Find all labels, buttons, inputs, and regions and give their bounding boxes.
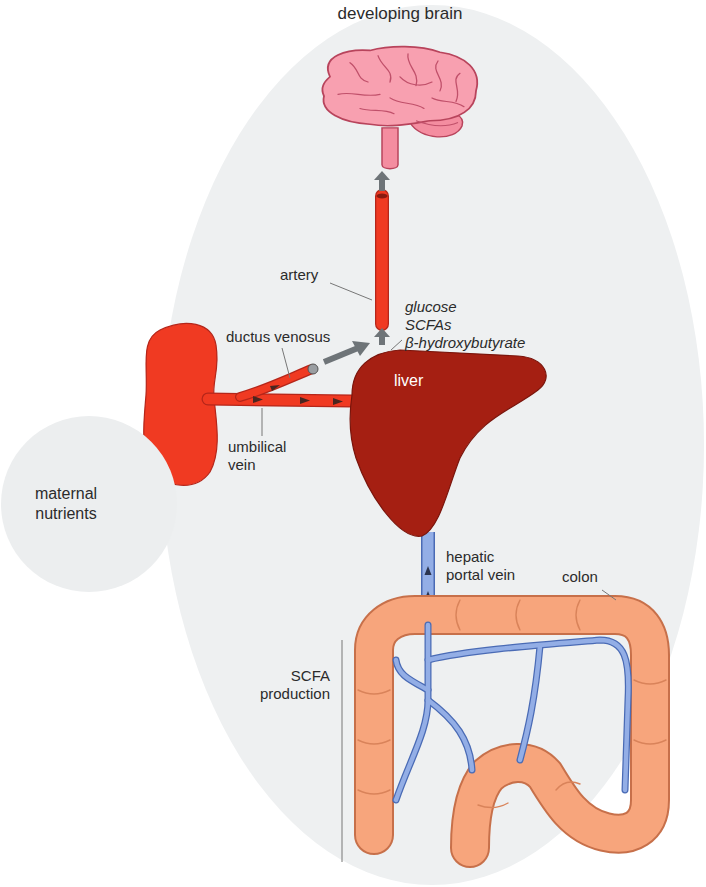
nutrient-label: glucose [405, 298, 457, 316]
drawing-part [358, 690, 390, 694]
gyrus-line [432, 98, 464, 107]
brain-node: developing brain [290, 6, 510, 172]
flow-arrow [379, 336, 385, 345]
gyri [338, 54, 464, 114]
portal-flow-arrows [425, 566, 432, 600]
drawing-part [456, 600, 460, 630]
arrowhead [374, 171, 390, 180]
drawing-part [374, 615, 650, 848]
drawing-part [270, 385, 280, 391]
drawing-part [300, 397, 310, 404]
artery-outline [375, 196, 389, 324]
organ-label: liver [394, 372, 423, 390]
leader-lines [262, 283, 616, 862]
flow-arrows [253, 385, 343, 405]
drawing-part [556, 782, 580, 790]
drawing-part [374, 615, 650, 848]
organ-label: colon [562, 568, 598, 586]
drawing-part [253, 396, 263, 403]
drawing-part [602, 590, 616, 600]
drawing-part [425, 566, 432, 575]
maternal-circle: maternal nutrients [0, 415, 178, 593]
ductus-end [308, 364, 318, 374]
drawing-part [428, 700, 472, 770]
drawing-part [396, 625, 628, 800]
nutrient-label: SCFAs [405, 316, 451, 334]
process-label: SCFA production [250, 667, 330, 703]
drawing-part [428, 700, 472, 770]
vessel-label: umbilical vein [228, 438, 308, 474]
flow-arrow [324, 348, 358, 362]
drawing-part [428, 640, 628, 790]
flow-arrowhead [352, 341, 370, 356]
gyrus-line [436, 61, 442, 91]
cerebellum-fold [416, 121, 458, 126]
drawing-part [478, 803, 508, 808]
brain-illustration [322, 47, 477, 169]
cerebrum [322, 47, 477, 126]
drawing-part [330, 283, 372, 300]
vessel-label: artery [280, 266, 318, 284]
drawing-part [396, 625, 628, 800]
region-label: maternal nutrients [26, 484, 106, 524]
drawing-part [520, 646, 540, 760]
drawing-part [333, 398, 343, 405]
drawing-part [396, 625, 428, 800]
gyrus-line [390, 98, 424, 109]
ductus-venosus-outline [240, 369, 312, 397]
drawing-part [634, 680, 666, 684]
gyrus-line [400, 77, 432, 85]
artery-connector [374, 171, 390, 345]
liver-shape [350, 350, 546, 536]
maternal-region [1, 416, 177, 592]
vessel-label: hepatic portal vein [446, 548, 526, 584]
drawing-part [342, 640, 343, 862]
node-shape [290, 6, 510, 172]
drawing-part [396, 660, 428, 690]
drawing-part [262, 408, 263, 436]
gyrus-line [360, 108, 394, 113]
brain-stem [382, 128, 398, 169]
colon [358, 600, 666, 848]
drawing-part [520, 646, 540, 760]
drawing-part [282, 348, 290, 378]
drawing-part [396, 660, 428, 690]
flow-arrow [379, 179, 385, 191]
umbilical-vein-outline [208, 399, 352, 401]
gyrus-line [350, 63, 368, 82]
liver-node: liver [340, 348, 552, 544]
drawing-part [391, 340, 402, 350]
drawing-part [428, 640, 628, 790]
drawing-part [358, 790, 390, 794]
drawing-part [516, 600, 520, 630]
gyrus-line [408, 54, 417, 86]
drawing-part [358, 600, 666, 808]
node-shape [0, 415, 178, 593]
umbilical-vein [208, 399, 352, 401]
vessel-label: ductus venosus [226, 328, 330, 346]
arrowhead [374, 328, 390, 337]
gyrus-line [378, 56, 391, 82]
drawing-part [634, 740, 666, 744]
gyrus-line [456, 73, 460, 101]
drawing-part [576, 600, 580, 630]
node-shape [340, 348, 552, 544]
artery [376, 196, 388, 324]
artery-opening [377, 194, 388, 199]
drawing-part [358, 740, 390, 744]
drawing-part [396, 625, 428, 800]
body-region [160, 5, 704, 885]
ductus-venosus [240, 369, 312, 397]
nutrient-label: β-hydroxybutyrate [405, 334, 525, 352]
organ-heading: developing brain [290, 4, 510, 24]
mesenteric-veins [396, 625, 628, 800]
gyrus-line [338, 93, 380, 95]
